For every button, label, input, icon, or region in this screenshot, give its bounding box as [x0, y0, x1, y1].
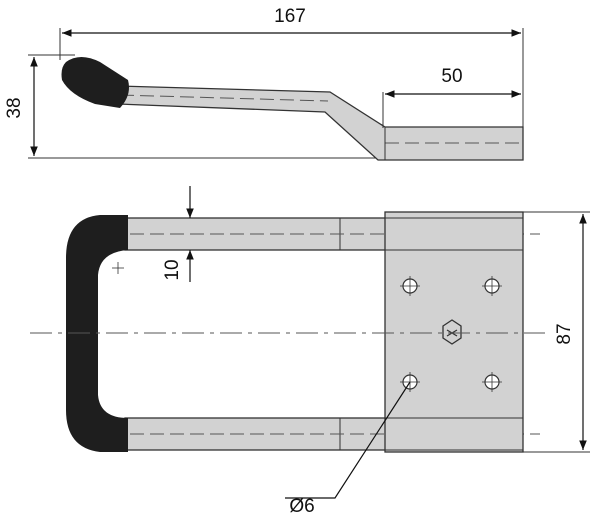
dimension-label-hole-diameter: Ø6 [289, 496, 314, 517]
dimension-label-167: 167 [274, 6, 306, 27]
dimension-label-10: 10 [162, 259, 183, 280]
dimension-label-87: 87 [554, 323, 575, 344]
side-grip [61, 57, 129, 108]
dimension-label-38: 38 [4, 97, 25, 118]
hole-leader-line [285, 381, 411, 499]
top-view: 87 10 Ø6 [30, 186, 590, 517]
side-rod [117, 85, 524, 161]
dimension-label-50: 50 [441, 66, 462, 87]
side-view: 167 38 50 [4, 6, 524, 161]
